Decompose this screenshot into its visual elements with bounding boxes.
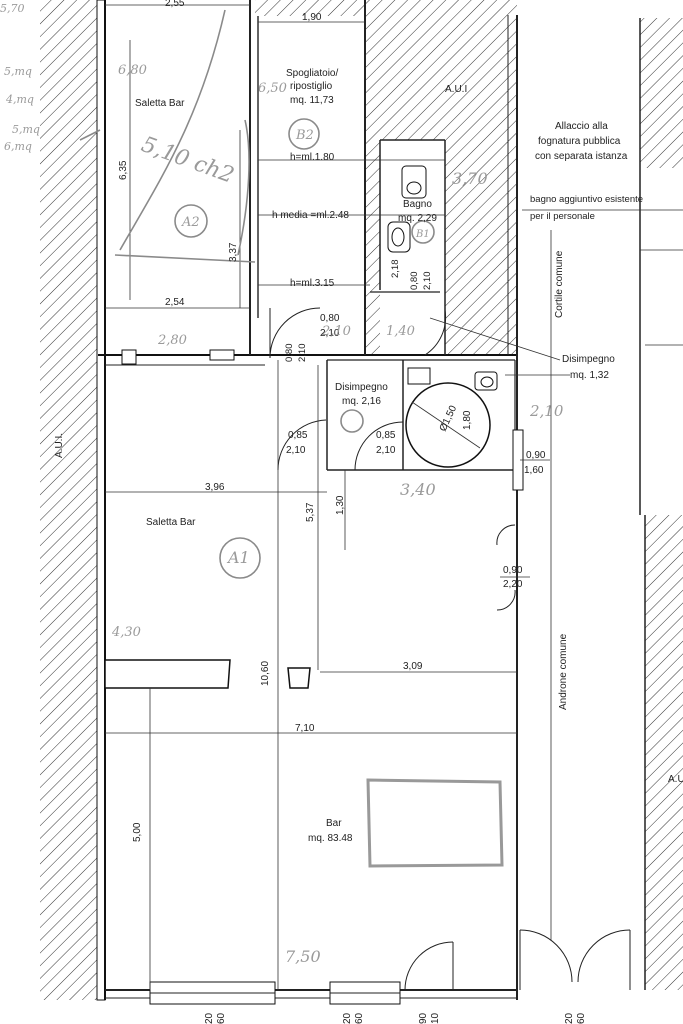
window-4-bottom: 60 — [576, 1012, 587, 1024]
saletta-bar-mid-label: Saletta Bar — [146, 517, 196, 528]
aui-left-label: A.U.I. — [54, 433, 65, 458]
hand-1-40: 1,40 — [386, 324, 415, 339]
hand-7-50: 7,50 — [285, 947, 321, 966]
dim-5-00: 5,00 — [132, 822, 143, 842]
disimpegno-left-label: Disimpegno — [335, 382, 388, 393]
hand-2-10-b: 2,10 — [529, 402, 564, 420]
hand-B1: B1 — [415, 229, 430, 240]
dim-0-90-b: 0,90 — [503, 565, 523, 576]
dim-1-30: 1,30 — [335, 495, 346, 515]
hand-A2: A2 — [181, 215, 200, 230]
dim-1-80: 1,80 — [462, 410, 473, 430]
dim-0-90-a: 0,90 — [526, 450, 546, 461]
hand-3-40: 3,40 — [400, 480, 436, 499]
dim-2-10-v: 2,10 — [422, 272, 433, 291]
allaccio-line-3: con separata istanza — [535, 151, 628, 162]
dim-2-55: 2,55 — [165, 0, 185, 9]
allaccio-line-1: Allaccio alla — [555, 121, 608, 132]
dim-1-90: 1,90 — [302, 12, 322, 23]
hand-margin-2: 5,mq — [4, 65, 32, 78]
dim-2-10-door: 2,10 — [320, 328, 340, 339]
window-1-bottom: 60 — [216, 1012, 227, 1024]
bagno-label: Bagno — [403, 199, 432, 210]
hand-margin-4: 5,mq — [12, 123, 40, 136]
disimpegno-right-label: Disimpegno — [562, 354, 615, 365]
bagno-aggiuntivo-line-2: per il personale — [530, 211, 595, 222]
hand-area-top: 5,10 ch2 — [138, 132, 237, 188]
height-3-15: h=ml.3.15 — [290, 278, 335, 289]
window-2-top: 20 — [342, 1012, 353, 1024]
dim-2-10-h: 2,10 — [297, 344, 308, 363]
dim-2-10-b: 2,10 — [376, 445, 396, 456]
disimpegno-left-area: mq. 2,16 — [342, 396, 381, 407]
window-2-bottom: 60 — [354, 1012, 365, 1024]
spogliatoio-label-1: Spogliatoio/ — [286, 68, 338, 79]
hand-margin-1: 5,70 — [0, 2, 25, 15]
dim-1-60: 1,60 — [524, 465, 544, 476]
dim-7-10: 7,10 — [295, 723, 315, 734]
dim-10-60: 10,60 — [260, 661, 271, 686]
bagno-area: mq. 2,29 — [398, 213, 437, 224]
hand-6-80: 6,80 — [118, 63, 147, 78]
hand-A1: A1 — [226, 548, 250, 567]
bagno-aggiuntivo-line-1: bagno aggiuntivo esistente — [530, 194, 643, 205]
height-media: h media =ml.2.48 — [272, 210, 349, 221]
dim-2-20: 2,20 — [503, 579, 523, 590]
bar-label: Bar — [326, 818, 342, 829]
dim-0-85-a: 0,85 — [288, 430, 308, 441]
dim-0-85-b: 0,85 — [376, 430, 396, 441]
saletta-bar-top-label: Saletta Bar — [135, 98, 185, 109]
dim-2-54: 2,54 — [165, 297, 185, 308]
allaccio-line-2: fognatura pubblica — [538, 136, 621, 147]
dim-0-80-h: 0,80 — [284, 344, 295, 363]
dim-3-96: 3,96 — [205, 482, 225, 493]
dim-0-80-v: 0,80 — [409, 272, 420, 291]
bar-area: mq. 83.48 — [308, 833, 353, 844]
pencil-marks — [79, 9, 504, 868]
cortile-label: Cortile comune — [554, 250, 565, 318]
hand-2-80: 2,80 — [157, 333, 187, 348]
dim-0-80-door: 0,80 — [320, 313, 340, 324]
dim-2-18: 2,18 — [390, 260, 401, 279]
dimension-lines — [105, 4, 683, 990]
hatched-areas — [40, 0, 683, 1000]
window-3-top: 90 — [418, 1012, 429, 1024]
hand-3-70: 3,70 — [452, 169, 488, 188]
hand-4-30: 4,30 — [111, 625, 141, 640]
hand-2-10-a: 2,10 — [321, 324, 351, 339]
hand-margin-3: 4,mq — [5, 93, 34, 106]
aui-right-label: A.U — [668, 774, 683, 785]
window-3-bottom: 10 — [430, 1012, 441, 1024]
room-labels: Saletta Bar Spogliatoio/ ripostiglio mq.… — [54, 68, 683, 844]
walls — [96, 0, 646, 1005]
window-1-top: 20 — [204, 1012, 215, 1024]
dim-6-35: 6,35 — [118, 160, 129, 180]
window-4-top: 20 — [564, 1012, 575, 1024]
androne-label: Androne comune — [558, 633, 569, 710]
hand-6-50: 6,50 — [258, 81, 287, 96]
dim-3-37: 3,37 — [228, 242, 239, 262]
dim-3-09: 3,09 — [403, 661, 423, 672]
dim-5-37: 5,37 — [305, 502, 316, 522]
hand-margin-5: 6,mq — [4, 140, 32, 153]
height-annotations: h=ml.1.80 h media =ml.2.48 h=ml.3.15 — [272, 152, 349, 289]
spogliatoio-area: mq. 11,73 — [290, 95, 334, 106]
aui-top-label: A.U.I — [445, 84, 467, 95]
hand-B2: B2 — [295, 128, 314, 143]
height-1-80: h=ml.1.80 — [290, 152, 335, 163]
dim-2-10-a: 2,10 — [286, 445, 306, 456]
spogliatoio-label-2: ripostiglio — [290, 81, 333, 92]
disimpegno-right-area: mq. 1,32 — [570, 370, 609, 381]
